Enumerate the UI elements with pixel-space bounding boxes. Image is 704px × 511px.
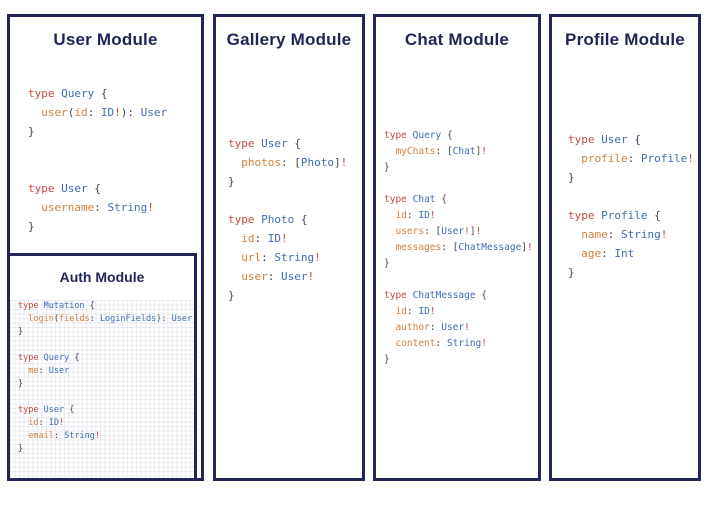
auth-module-title: Auth Module bbox=[59, 269, 145, 285]
gallery-module-panel: Gallery Module type User { photos: [Phot… bbox=[213, 14, 365, 481]
profile-module-code-block: type User { profile: Profile!} type Prof… bbox=[568, 133, 694, 279]
auth-module-panel: Auth Module type Mutation { login(fields… bbox=[7, 253, 197, 481]
chat-module-code-block: type Query { myChats: [Chat]!} type Chat… bbox=[384, 130, 533, 365]
gallery-module-code-block: type User { photos: [Photo]!} type Photo… bbox=[228, 137, 348, 302]
auth-module-code-block: type Mutation { login(fields: LoginField… bbox=[10, 300, 194, 478]
user-module-code-block: type Query { user(id: ID!): User} type U… bbox=[28, 87, 168, 233]
gallery-module-title: Gallery Module bbox=[226, 30, 352, 49]
profile-module-panel: Profile Module type User { profile: Prof… bbox=[549, 14, 701, 481]
chat-module-title: Chat Module bbox=[404, 30, 510, 49]
user-module-panel: User Module type Query { user(id: ID!): … bbox=[7, 14, 204, 481]
user-module-title: User Module bbox=[53, 30, 158, 49]
chat-module-panel: Chat Module type Query { myChats: [Chat]… bbox=[373, 14, 541, 481]
profile-module-title: Profile Module bbox=[565, 30, 685, 49]
